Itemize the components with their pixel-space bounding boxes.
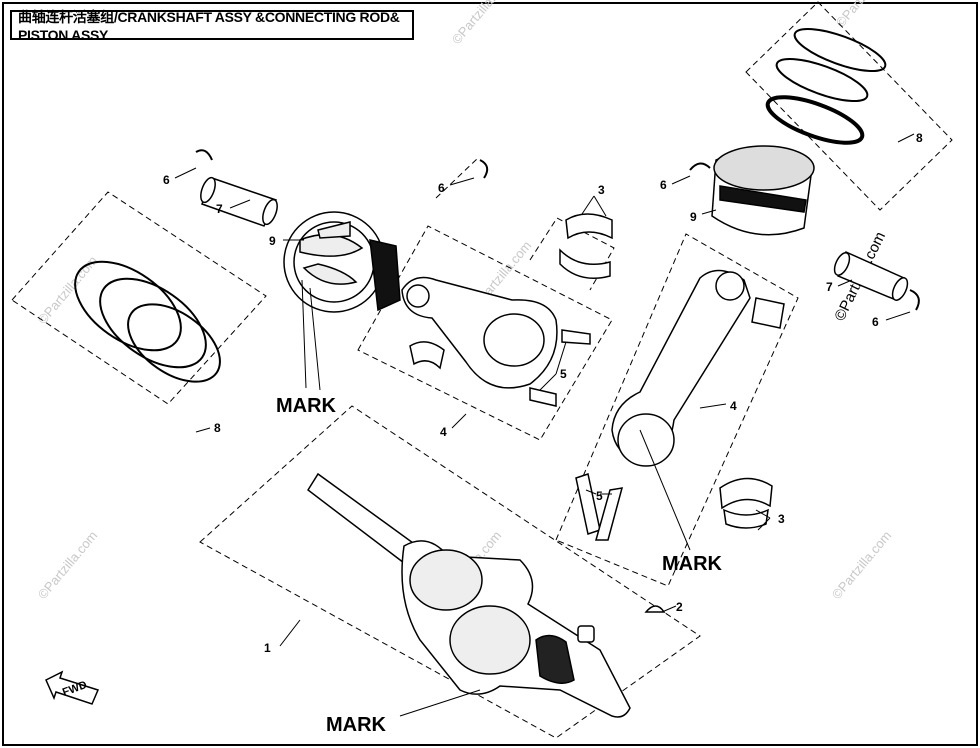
rod-bolts-left	[529, 329, 591, 407]
rod-bolts-right	[575, 473, 624, 541]
bearing-shell-right-upper	[751, 297, 785, 329]
leader-lines	[174, 133, 915, 717]
connecting-rod-right	[611, 269, 751, 467]
clip-lower-right	[909, 289, 920, 311]
callout-clip-lower-right: 6	[872, 315, 879, 329]
bearing-right	[719, 477, 773, 529]
callout-clip-middle: 6	[438, 181, 445, 195]
rings-right-box	[745, 1, 953, 211]
callout-clip-left: 6	[163, 173, 170, 187]
clip-middle	[479, 159, 489, 179]
crankshaft-box	[199, 405, 701, 739]
callout-rings-right: 8	[916, 131, 923, 145]
callout-piston-left: 9	[269, 234, 276, 248]
connecting-rod-left	[401, 276, 558, 389]
watermark: ©Partzilla.com	[829, 528, 894, 602]
diagram-title: 曲轴连杆活塞组/CRANKSHAFT ASSY &CONNECTING ROD&…	[10, 9, 414, 43]
piston-right	[711, 145, 815, 236]
mark-label-rod: MARK	[662, 553, 723, 575]
piston-rings-left	[74, 260, 221, 383]
callout-crankshaft: 1	[264, 641, 271, 655]
clip-upper-right	[689, 162, 711, 171]
bearing-left	[559, 213, 613, 279]
callout-bolt-left: 5	[560, 367, 567, 381]
rod-right-box	[555, 233, 799, 587]
callout-rod-left: 4	[440, 425, 447, 439]
group-outlines	[11, 1, 953, 739]
callout-bearing-right: 3	[778, 512, 785, 526]
watermark: ©Partzilla.com	[449, 0, 514, 47]
mark-label-piston: MARK	[276, 395, 337, 417]
callout-key: 2	[676, 600, 683, 614]
crankshaft	[307, 472, 631, 718]
piston-pin-left	[200, 176, 278, 227]
callout-rod-right: 4	[730, 399, 737, 413]
callout-bearing-left: 3	[598, 183, 605, 197]
rings-left-box	[11, 191, 267, 405]
watermark: ©Partzilla.com	[833, 0, 898, 30]
callout-clip-upper-right: 6	[660, 178, 667, 192]
callout-labels: 6 7 9 8 6 3 5 4 6 9 8 7 6 4 5 3 2 1	[163, 131, 923, 655]
piston-left	[283, 211, 401, 313]
mark-label-crankshaft: MARK	[326, 714, 387, 736]
callout-pin-left: 7	[216, 202, 223, 216]
callout-pin-right: 7	[826, 280, 833, 294]
watermark: ©Partzilla.com	[35, 528, 100, 602]
piston-rings-right	[765, 27, 887, 145]
mark-labels: MARK MARK MARK	[276, 395, 723, 736]
bearing-left-box	[529, 217, 615, 291]
callout-piston-right: 9	[690, 210, 697, 224]
woodruff-key	[644, 605, 666, 613]
rod-left-box	[357, 225, 613, 441]
fwd-arrow: FWD	[45, 670, 100, 705]
clip-left	[195, 149, 213, 161]
callout-rings-left: 8	[214, 421, 221, 435]
callout-bolt-right: 5	[596, 489, 603, 503]
piston-pin-right	[833, 250, 909, 301]
